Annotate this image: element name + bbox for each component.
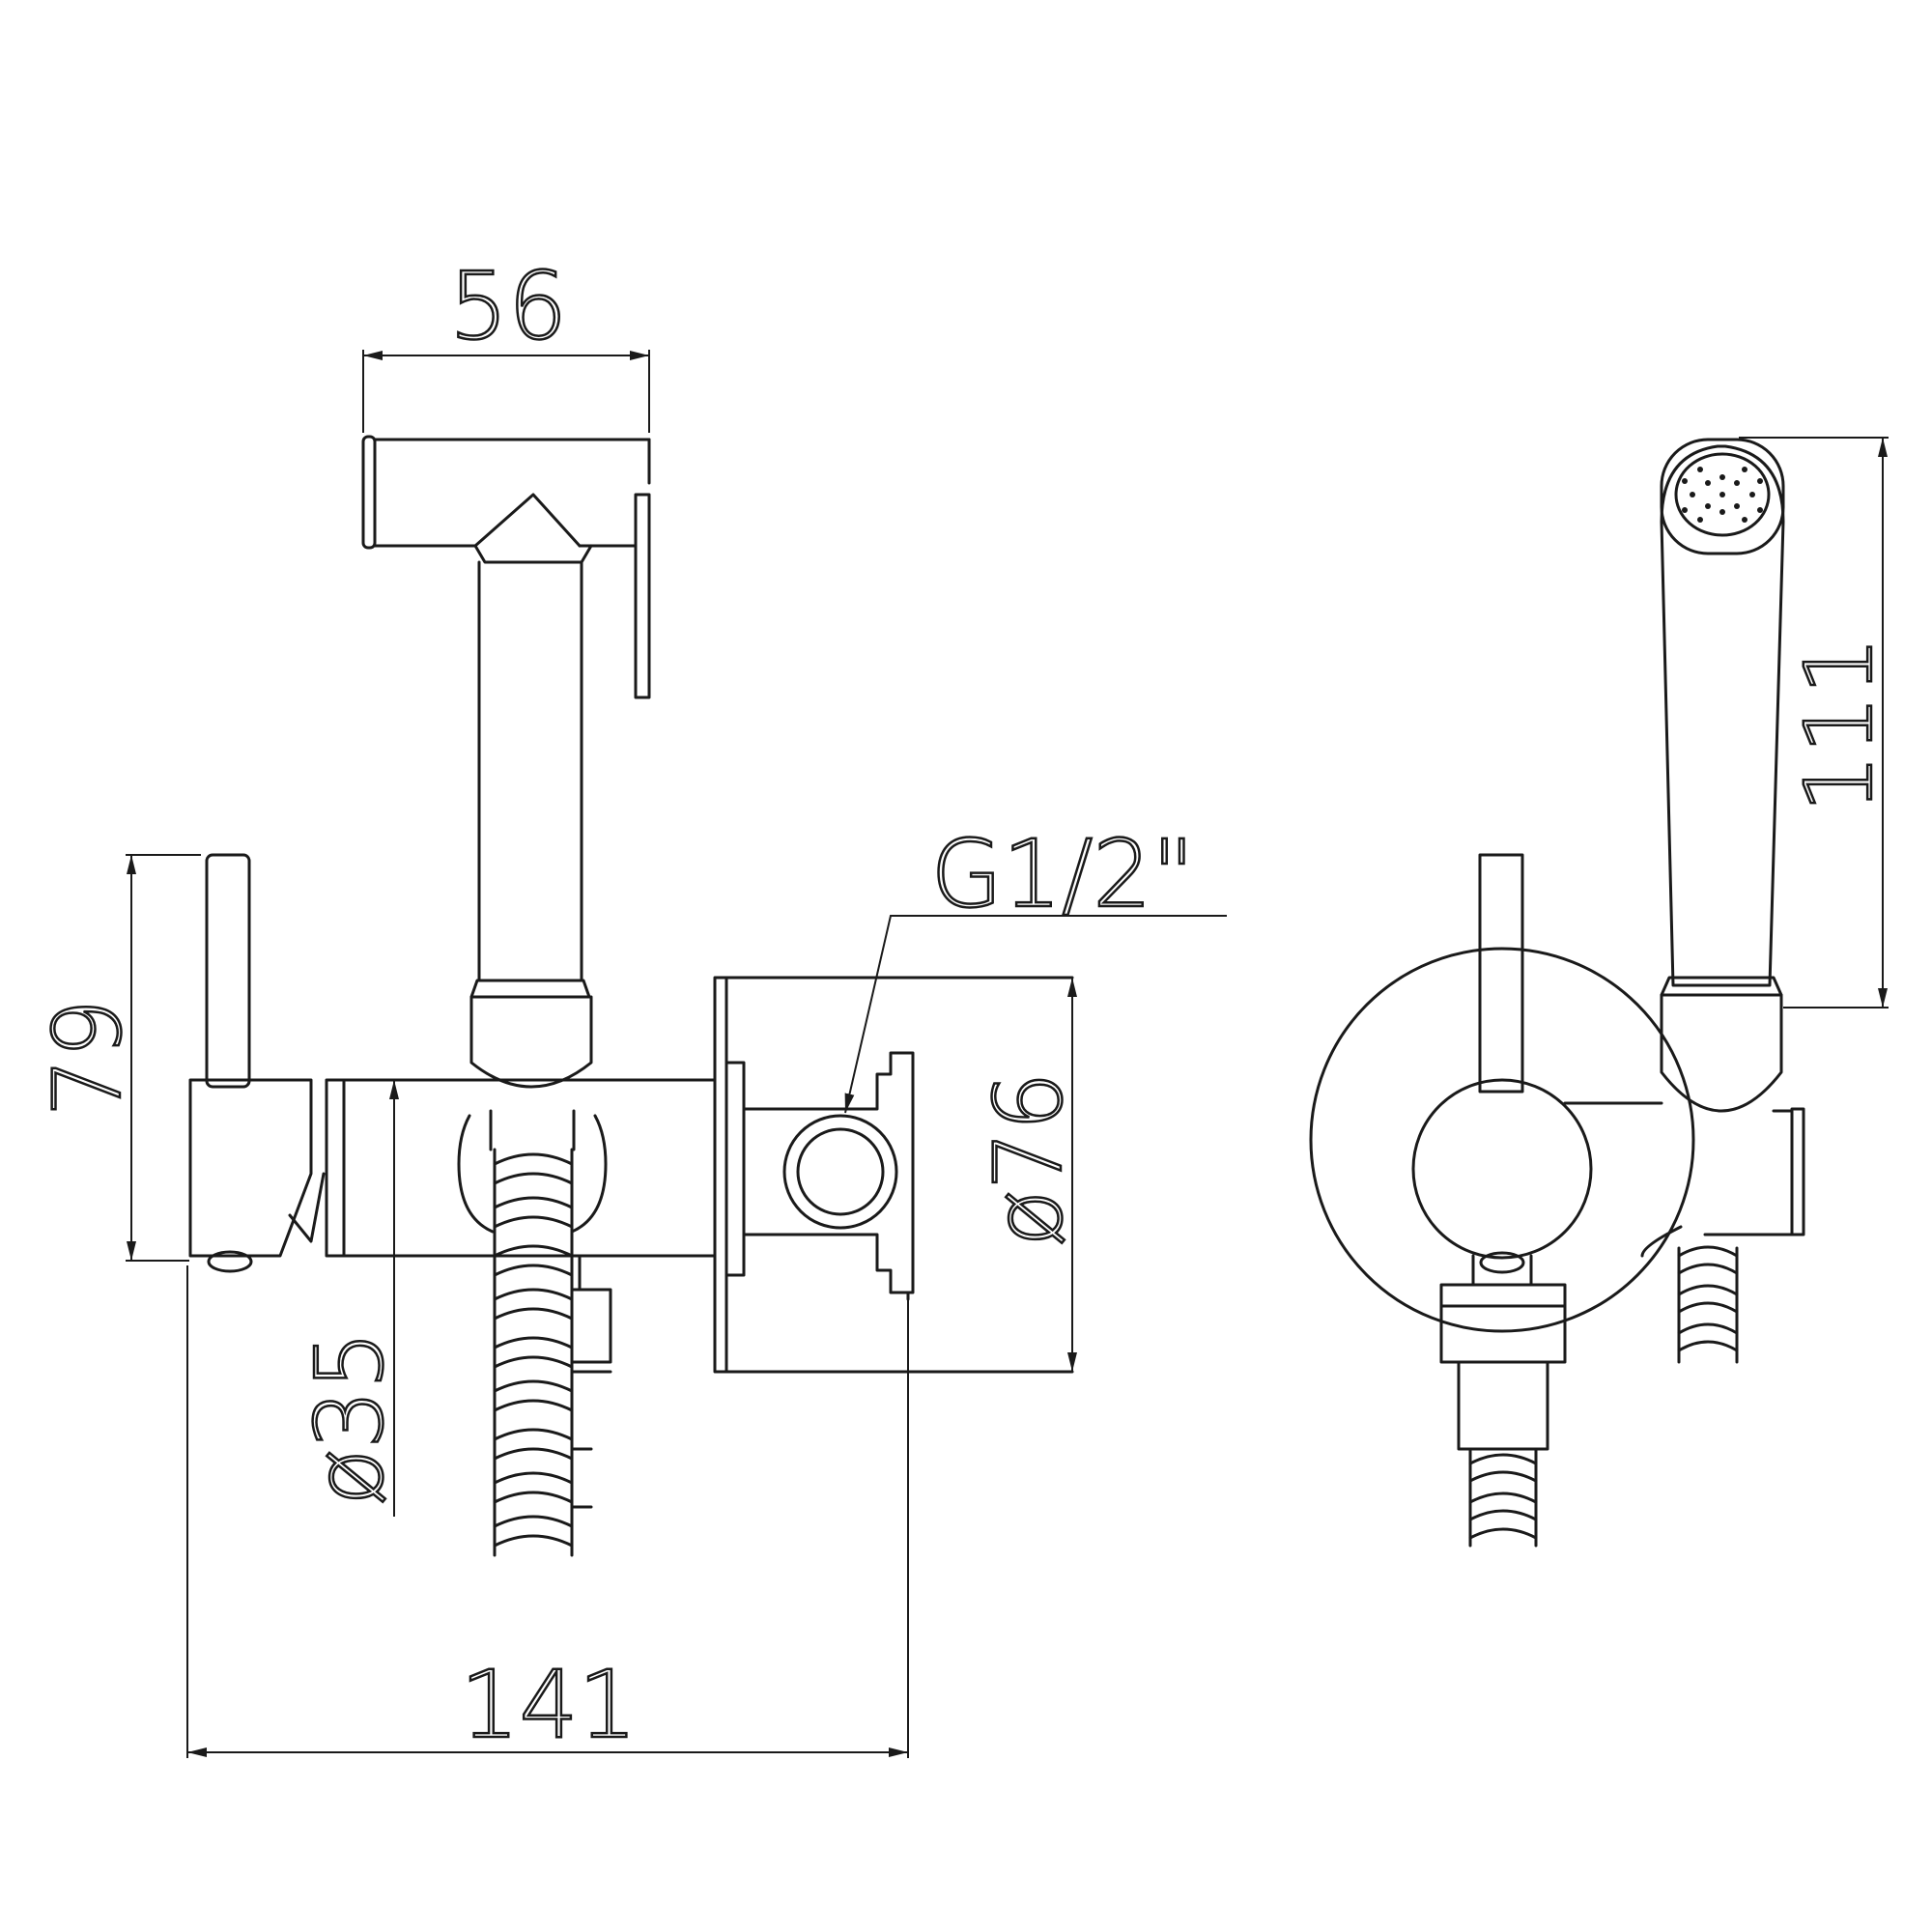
side-view: [188, 435, 1074, 1557]
dim-label-141: 141: [460, 1651, 637, 1759]
dim-label-79: 79: [34, 999, 142, 1117]
lever-front: [1411, 853, 1593, 1274]
wall-plate-side: [713, 976, 1074, 1374]
dimension-d76: ø76: [974, 978, 1084, 1372]
dim-label-56: 56: [449, 252, 567, 360]
hose-side: [493, 1148, 612, 1557]
dim-label-thread: G1/2": [930, 820, 1194, 928]
dim-label-111: 111: [1785, 636, 1893, 812]
dimension-79: 79: [33, 854, 201, 1262]
lever-side: [188, 853, 326, 1273]
sprayer-head-side: [361, 435, 651, 1089]
hose-front-left: [1439, 1254, 1567, 1548]
nozzle-holes: [1682, 467, 1763, 523]
dimension-111: 111: [1739, 437, 1894, 1009]
dim-label-d35: ø35: [296, 1331, 404, 1506]
hose-front-right: [1677, 1245, 1739, 1364]
dim-label-d76: ø76: [975, 1072, 1083, 1247]
front-view: [1309, 438, 1805, 1548]
dimension-g12-thread: G1/2": [844, 819, 1227, 1114]
outlet-front: [1563, 1101, 1805, 1258]
sprayer-head-front: [1660, 438, 1785, 1113]
dimension-d35: ø35: [295, 1080, 405, 1517]
mixer-body-side: [325, 1078, 717, 1258]
dimension-141: 141: [186, 1265, 909, 1760]
dimension-56: 56: [362, 251, 650, 433]
